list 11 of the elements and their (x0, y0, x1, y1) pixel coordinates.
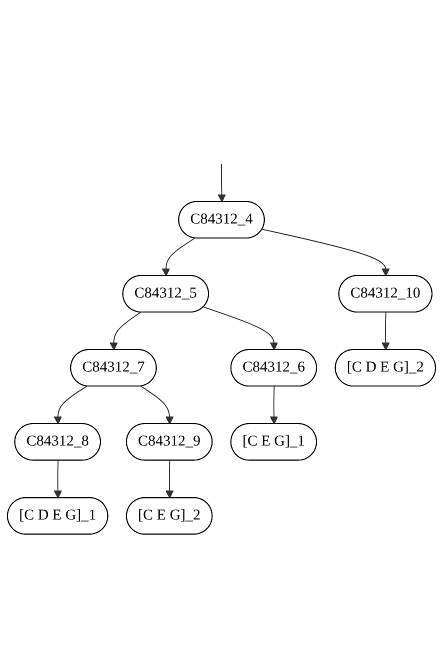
arrow (54, 386, 88, 424)
arrow (162, 238, 196, 276)
arrow (382, 312, 390, 350)
arrow (165, 460, 174, 498)
arrow (54, 460, 62, 498)
arrow (203, 306, 278, 350)
arrow (270, 386, 278, 424)
arrow (218, 164, 226, 202)
arrow (140, 386, 174, 424)
arrow (262, 228, 390, 276)
arrow (110, 312, 141, 350)
